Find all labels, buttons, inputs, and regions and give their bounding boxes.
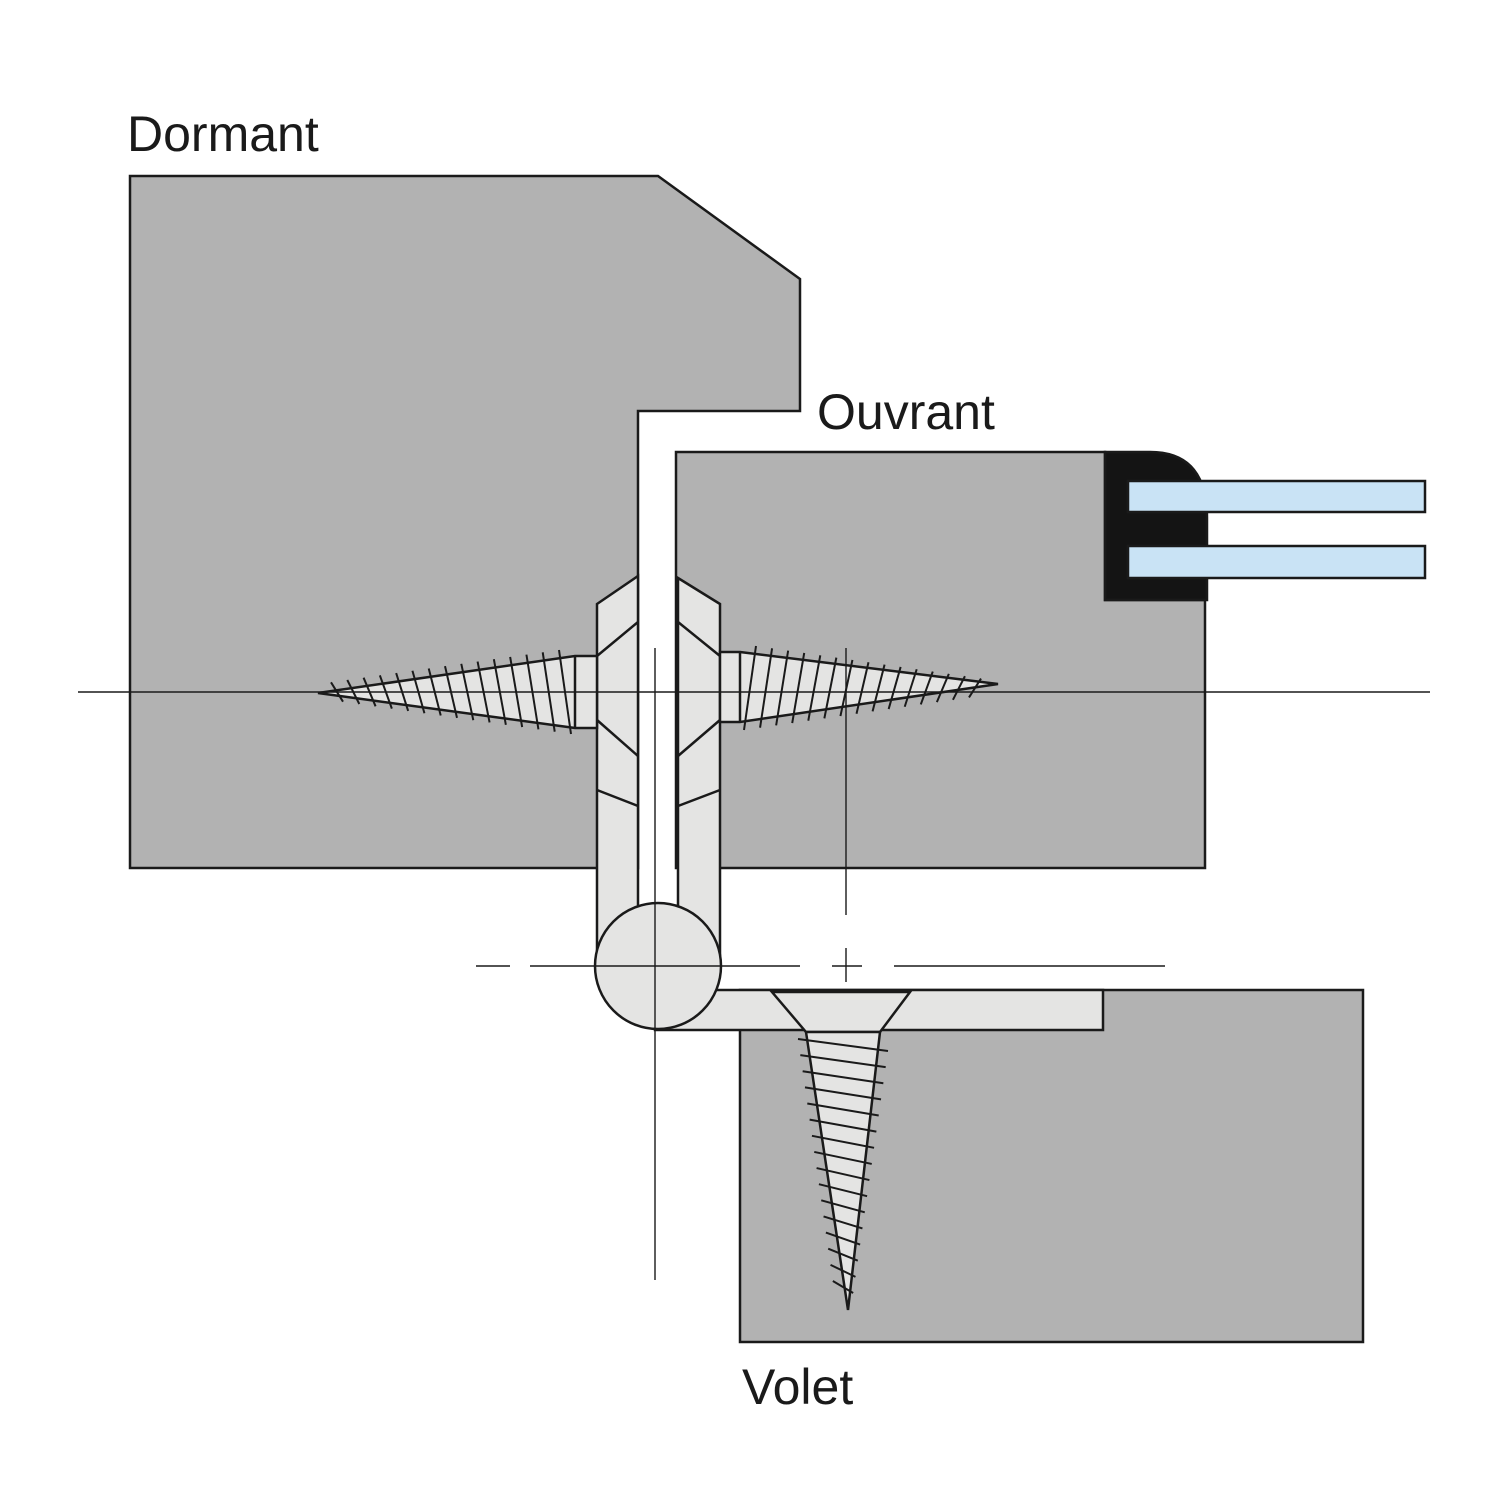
ouvrant-label: Ouvrant [817,384,995,440]
screw-thread [952,675,966,701]
screw-thread [802,1070,884,1085]
hinge-leaf-facets [596,621,721,808]
screw-thread [743,645,757,731]
screw-thread [797,1038,889,1052]
screw-thread [903,668,918,708]
screw-thread [800,1054,886,1069]
screw-thread [823,657,838,719]
screw-thread [887,666,902,710]
screw-thread [827,1247,859,1262]
screw-thread [935,673,950,703]
hinge-leaf-left [595,573,640,967]
center-lines [78,648,1430,1280]
screw-thread [809,1118,877,1133]
screw-thread [830,1263,856,1278]
screw-thread [775,650,790,726]
screw-thread [791,652,806,724]
volet-label: Volet [742,1359,854,1415]
screw-thread [804,1086,882,1101]
screw-volet [769,990,913,1311]
screw-thread [759,648,774,728]
screw-thread [807,1102,879,1117]
screw-thread [823,1215,863,1230]
screw-thread [807,655,822,721]
screw-thread [818,1183,868,1198]
screw-ouvrant [718,645,999,731]
screw-thread [816,1167,870,1182]
glass-pane-upper [1126,479,1427,514]
screw-thread [855,662,870,714]
glass-pane-lower [1126,544,1427,580]
screw-thread [814,1150,872,1165]
screw-thread [871,664,886,712]
screw-thread [832,1280,854,1294]
screw-thread [968,678,982,698]
hinge-leaf-right [676,575,722,967]
screw-thread [825,1231,861,1246]
screw-thread [820,1199,866,1214]
dormant-label: Dormant [127,106,319,162]
screw-thread [811,1134,875,1149]
screw-thread [919,671,934,705]
